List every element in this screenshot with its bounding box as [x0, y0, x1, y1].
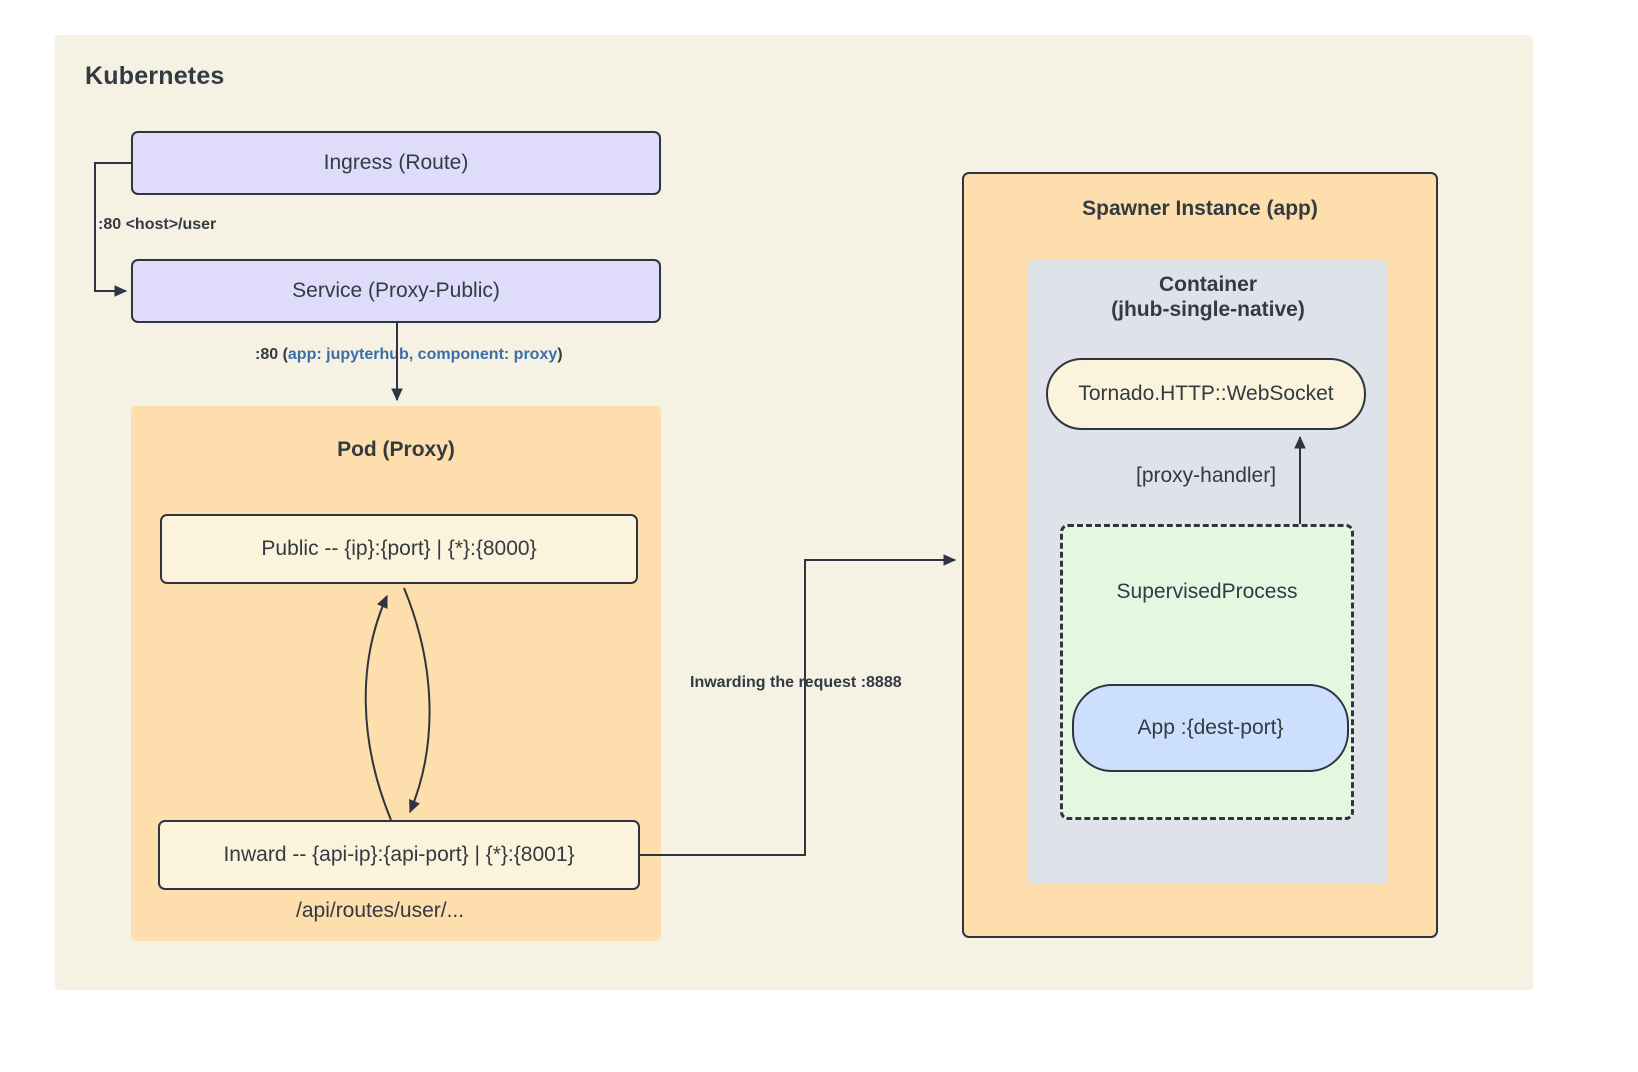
container-title-line2: (jhub-single-native) — [1111, 298, 1305, 321]
inward-endpoint-label: Inward -- {api-ip}:{api-port} | {*}:{800… — [223, 842, 575, 866]
inward-endpoint-node[interactable]: Inward -- {api-ip}:{api-port} | {*}:{800… — [158, 820, 640, 890]
proxy-handler-edge-label: [proxy-handler] — [1136, 464, 1277, 487]
ingress-route-node[interactable]: Ingress (Route) — [131, 131, 661, 195]
service-to-pod-paren: ) — [557, 346, 563, 363]
service-proxy-public-node[interactable]: Service (Proxy-Public) — [131, 259, 661, 323]
tornado-websocket-node[interactable]: Tornado.HTTP::WebSocket — [1046, 358, 1366, 430]
kubernetes-title: Kubernetes — [85, 62, 225, 90]
public-endpoint-label: Public -- {ip}:{port} | {*}:{8000} — [261, 536, 537, 560]
api-routes-label: /api/routes/user/... — [296, 899, 465, 922]
pod-proxy-title: Pod (Proxy) — [337, 438, 455, 461]
service-proxy-public-label: Service (Proxy-Public) — [292, 278, 500, 302]
app-dest-port-node[interactable]: App :{dest-port} — [1072, 684, 1349, 772]
inward-to-spawner-edge-label: Inwarding the request :8888 — [690, 674, 902, 691]
service-to-pod-edge-label: :80 (app: jupyterhub, component: proxy) — [255, 346, 563, 364]
ingress-to-service-edge-label: :80 <host>/user — [98, 216, 217, 233]
supervised-process-label: SupervisedProcess — [1116, 580, 1298, 603]
service-to-pod-port: :80 ( — [255, 346, 288, 363]
ingress-route-label: Ingress (Route) — [323, 150, 469, 174]
app-dest-port-label: App :{dest-port} — [1137, 715, 1284, 739]
container-title-line1: Container — [1158, 273, 1257, 296]
service-to-pod-selector: app: jupyterhub, component: proxy — [287, 346, 558, 363]
public-endpoint-node[interactable]: Public -- {ip}:{port} | {*}:{8000} — [160, 514, 638, 584]
tornado-websocket-label: Tornado.HTTP::WebSocket — [1078, 381, 1334, 405]
supervised-process-group: SupervisedProcess — [1060, 524, 1354, 820]
spawner-instance-title: Spawner Instance (app) — [1082, 197, 1318, 220]
